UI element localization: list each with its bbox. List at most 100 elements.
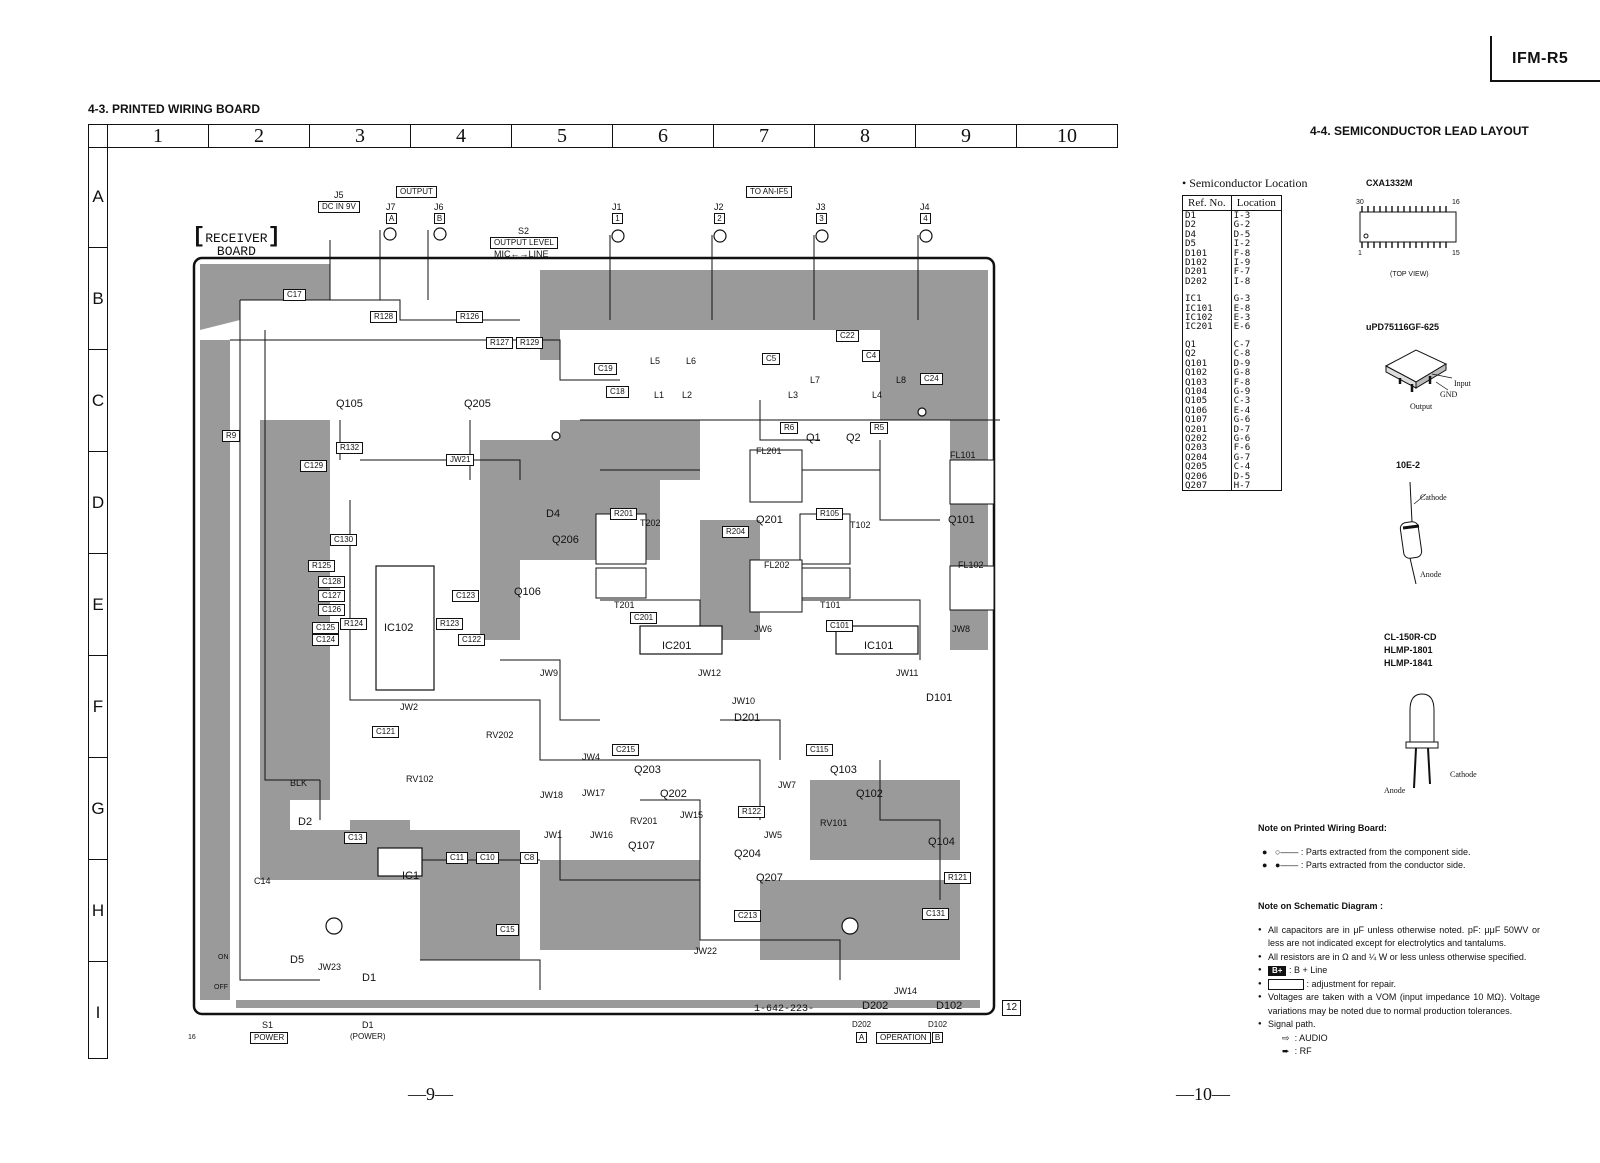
mic-line-label: MIC←→LINE bbox=[494, 249, 549, 259]
grid-row-g: G bbox=[89, 758, 107, 860]
chip-upd75116: uPD75116GF-625 bbox=[1366, 322, 1440, 332]
j2-tag: 2 bbox=[714, 213, 725, 224]
location-cell: I-2 bbox=[1230, 239, 1283, 249]
upd-output: Output bbox=[1410, 402, 1433, 411]
grid-row-c: C bbox=[89, 350, 107, 452]
part-blk: BLK bbox=[290, 778, 308, 788]
j3-label: J3 bbox=[816, 202, 826, 212]
location-cell: I-9 bbox=[1230, 258, 1283, 267]
part-fl202: FL202 bbox=[764, 560, 790, 570]
location-cell: D-7 bbox=[1230, 424, 1283, 434]
part-q2: Q2 bbox=[846, 432, 861, 444]
location-cell: H-7 bbox=[1230, 481, 1283, 491]
part-jw21: JW21 bbox=[446, 454, 475, 466]
model-corner-box bbox=[1490, 36, 1600, 82]
part-q201: Q201 bbox=[756, 514, 783, 526]
part-q203: Q203 bbox=[634, 764, 661, 776]
part-l1: L1 bbox=[654, 390, 665, 400]
cxa-pin15: 15 bbox=[1452, 250, 1460, 257]
j6-label: J6 bbox=[434, 202, 444, 212]
part-r9: R9 bbox=[222, 430, 241, 442]
part-c215: C215 bbox=[612, 744, 640, 756]
part-c126: C126 bbox=[318, 604, 346, 616]
part-d202: D202 bbox=[862, 1000, 889, 1012]
part-jw14: JW14 bbox=[894, 986, 918, 996]
location-cell: D-9 bbox=[1230, 358, 1283, 368]
note-bplus: B+ : B + Line bbox=[1258, 964, 1540, 978]
part-ic101: IC101 bbox=[864, 640, 894, 652]
upd-drawing bbox=[1384, 349, 1453, 392]
part-ic201: IC201 bbox=[662, 640, 692, 652]
part-q101: Q101 bbox=[948, 514, 975, 526]
part-r105: R105 bbox=[816, 508, 844, 520]
cxa-pin16: 16 bbox=[1452, 199, 1460, 206]
location-cell: I-3 bbox=[1230, 210, 1283, 221]
part-jw23: JW23 bbox=[318, 962, 342, 972]
location-cell: G-6 bbox=[1230, 415, 1283, 425]
part-c124: C124 bbox=[312, 634, 340, 646]
part-c13: C13 bbox=[344, 832, 367, 844]
part-r132: R132 bbox=[336, 442, 364, 454]
model-number: IFM-R5 bbox=[1512, 50, 1569, 67]
part-rv201: RV201 bbox=[630, 816, 658, 826]
location-cell: G-8 bbox=[1230, 368, 1283, 378]
part-jw19: JW9 bbox=[540, 668, 558, 678]
part-q104: Q104 bbox=[928, 836, 955, 848]
semiconductor-location-heading: • Semiconductor Location bbox=[1182, 176, 1308, 190]
led-hlmp1801: HLMP-1801 bbox=[1384, 645, 1433, 655]
part-d101: D101 bbox=[926, 692, 953, 704]
location-cell: E-3 bbox=[1230, 313, 1283, 322]
part-q106: Q106 bbox=[514, 586, 541, 598]
part-q207: Q207 bbox=[756, 872, 783, 884]
j5-label: J5 bbox=[334, 190, 344, 200]
part-l5: L5 bbox=[650, 356, 661, 366]
location-cell: E-8 bbox=[1230, 303, 1283, 313]
part-r201: R201 bbox=[610, 508, 638, 520]
part-r204: R204 bbox=[722, 526, 750, 538]
location-cell: G-6 bbox=[1230, 434, 1283, 443]
receiver-line2: BOARD bbox=[216, 244, 256, 259]
notes-schem-title: Note on Schematic Diagram : bbox=[1258, 901, 1384, 911]
part-rv102: RV102 bbox=[406, 774, 434, 784]
j3-tag: 3 bbox=[816, 213, 827, 224]
part-c125: C125 bbox=[312, 622, 340, 634]
part-c121: C121 bbox=[372, 726, 400, 738]
location-cell: G-2 bbox=[1230, 220, 1283, 230]
gap-cell bbox=[1230, 286, 1283, 295]
diode-anode: Anode bbox=[1420, 570, 1442, 579]
grid-row-e: E bbox=[89, 554, 107, 656]
signal-rf: : RF bbox=[1294, 1046, 1312, 1056]
rf-arrow-icon: ➨ bbox=[1282, 1046, 1290, 1056]
section-title-lead-layout: 4-4. SEMICONDUCTOR LEAD LAYOUT bbox=[1310, 124, 1529, 138]
part-c22: C22 bbox=[836, 330, 859, 342]
audio-arrow-icon: ⇨ bbox=[1282, 1032, 1290, 1043]
switch-on: ON bbox=[218, 954, 229, 961]
grid-column-header: 1 2 3 4 5 6 7 8 9 10 bbox=[88, 124, 1118, 148]
part-c18: C18 bbox=[606, 386, 629, 398]
location-cell: C-4 bbox=[1230, 462, 1283, 472]
d1-bottom: D1 bbox=[362, 1020, 374, 1030]
location-cell: F-7 bbox=[1230, 267, 1283, 277]
part-c130: C130 bbox=[330, 534, 358, 546]
switch-off: OFF bbox=[214, 984, 228, 991]
part-t202: T202 bbox=[640, 518, 661, 528]
grid-row-d: D bbox=[89, 452, 107, 554]
part-fl101: FL101 bbox=[950, 450, 976, 460]
cxa-pin1: 1 bbox=[1358, 250, 1362, 257]
part-rv101: RV101 bbox=[820, 818, 848, 828]
